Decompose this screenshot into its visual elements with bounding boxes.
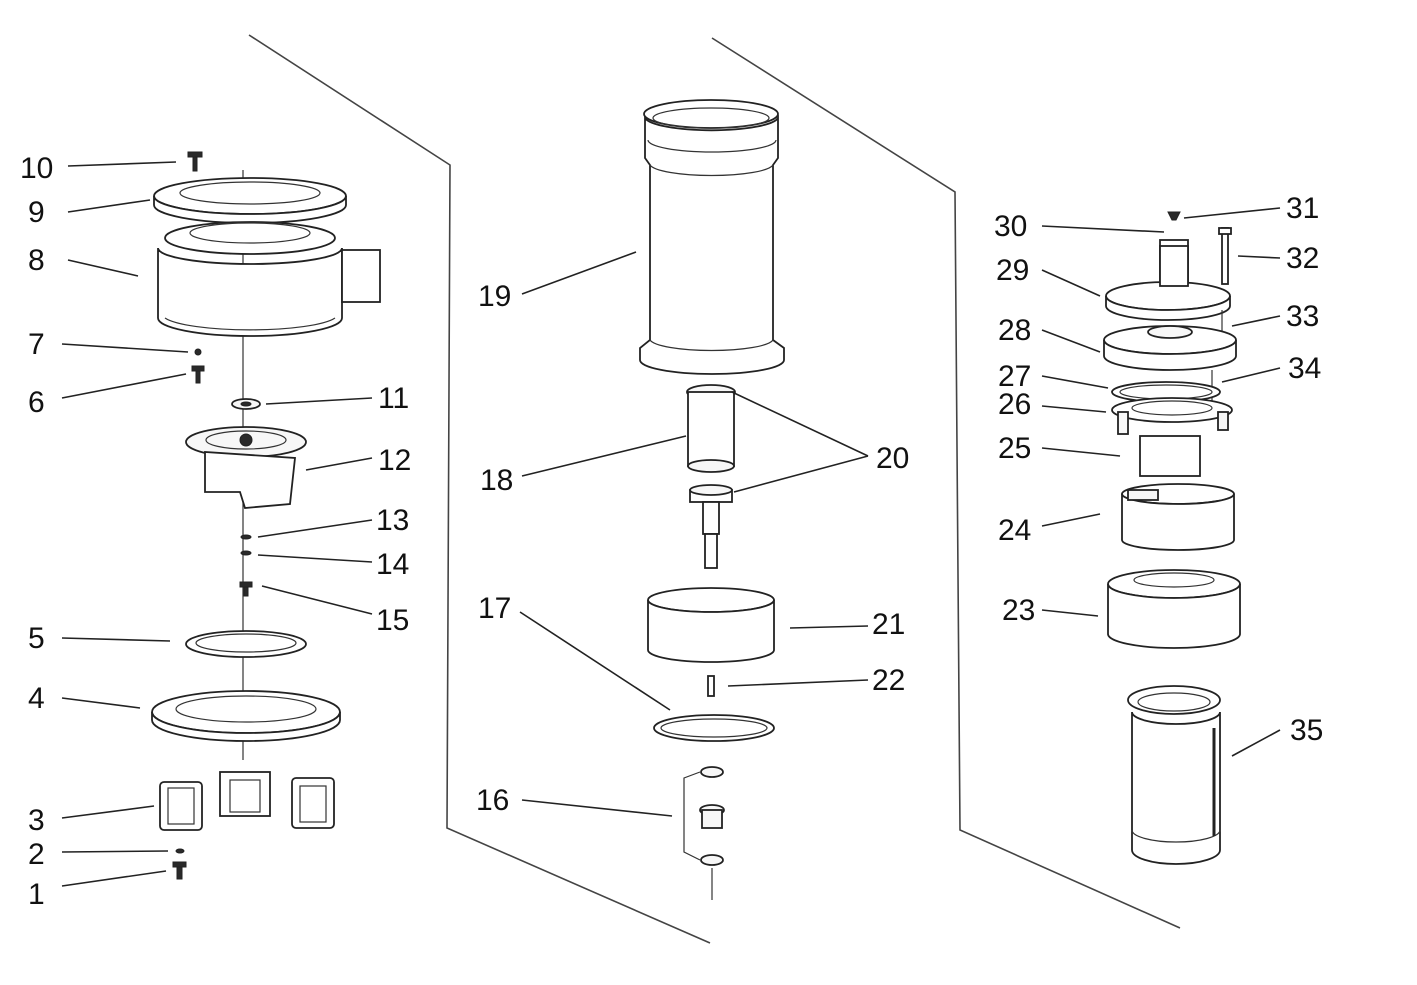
callout-8: 8 [28,244,45,277]
part-6-screw [191,365,205,384]
callout-14: 14 [376,548,409,581]
callout-11: 11 [378,382,409,415]
callout-6: 6 [28,386,45,419]
callout-35: 35 [1290,714,1323,747]
part-22-key [707,675,715,697]
part-5-gasket [185,630,307,658]
callout-17: 17 [478,592,511,625]
part-10-screw [187,151,203,172]
callout-18: 18 [480,464,513,497]
part-21-stator-ring [647,587,775,663]
right-assembly [1103,211,1241,865]
part-29-top-cap [1105,239,1231,321]
part-11-nut [231,398,261,410]
callout-10: 10 [20,152,53,185]
callout-25: 25 [998,432,1031,465]
callout-31: 31 [1286,192,1319,225]
callout-labels: 1 2 3 4 5 6 7 8 9 10 11 12 13 14 15 16 1… [20,152,1323,911]
part-2-washer [175,848,185,854]
part-4-base-plate [151,690,341,742]
callout-21: 21 [872,608,905,641]
callout-20: 20 [876,442,909,475]
part-3-feet [159,771,335,831]
callout-33: 33 [1286,300,1319,333]
assembly-connector-lines [248,34,1181,944]
part-32-bolt [1218,227,1232,285]
part-19-outer-sleeve [639,99,785,375]
part-18-rotor [686,384,736,569]
callout-3: 3 [28,804,45,837]
callout-32: 32 [1286,242,1319,275]
part-8-housing [157,221,381,337]
callout-23: 23 [1002,594,1035,627]
middle-assembly [639,99,785,900]
part-16-seal-set [683,766,725,900]
part-28-disc [1103,325,1237,371]
callout-28: 28 [998,314,1031,347]
part-9-ring-flange [153,177,347,224]
part-13-washer [240,534,252,540]
callout-24: 24 [998,514,1031,547]
callout-16: 16 [476,784,509,817]
part-12-impeller [185,426,307,509]
part-1-screw [172,861,187,880]
part-23-housing [1107,569,1241,649]
leader-lines [61,161,1281,887]
callout-30: 30 [994,210,1027,243]
part-35-filter-screen [1127,685,1221,865]
part-17-o-ring [653,714,775,742]
part-14-washer [240,550,252,556]
part-7-washer [194,348,202,356]
callout-26: 26 [998,388,1031,421]
callout-19: 19 [478,280,511,313]
callout-4: 4 [28,682,45,715]
callout-15: 15 [376,604,409,637]
left-assembly [151,151,381,880]
callout-34: 34 [1288,352,1321,385]
part-26-plate [1111,397,1233,435]
part-24-body [1121,483,1235,551]
callout-22: 22 [872,664,905,697]
callout-7: 7 [28,328,45,361]
callout-12: 12 [378,444,411,477]
callout-13: 13 [376,504,409,537]
callout-27: 27 [998,360,1031,393]
callout-2: 2 [28,838,45,871]
part-31-screw [1167,211,1181,221]
callout-1: 1 [28,878,45,911]
callout-29: 29 [996,254,1029,287]
part-25-block [1139,435,1201,477]
callout-5: 5 [28,622,45,655]
callout-9: 9 [28,196,45,229]
part-15-screw [239,581,253,597]
